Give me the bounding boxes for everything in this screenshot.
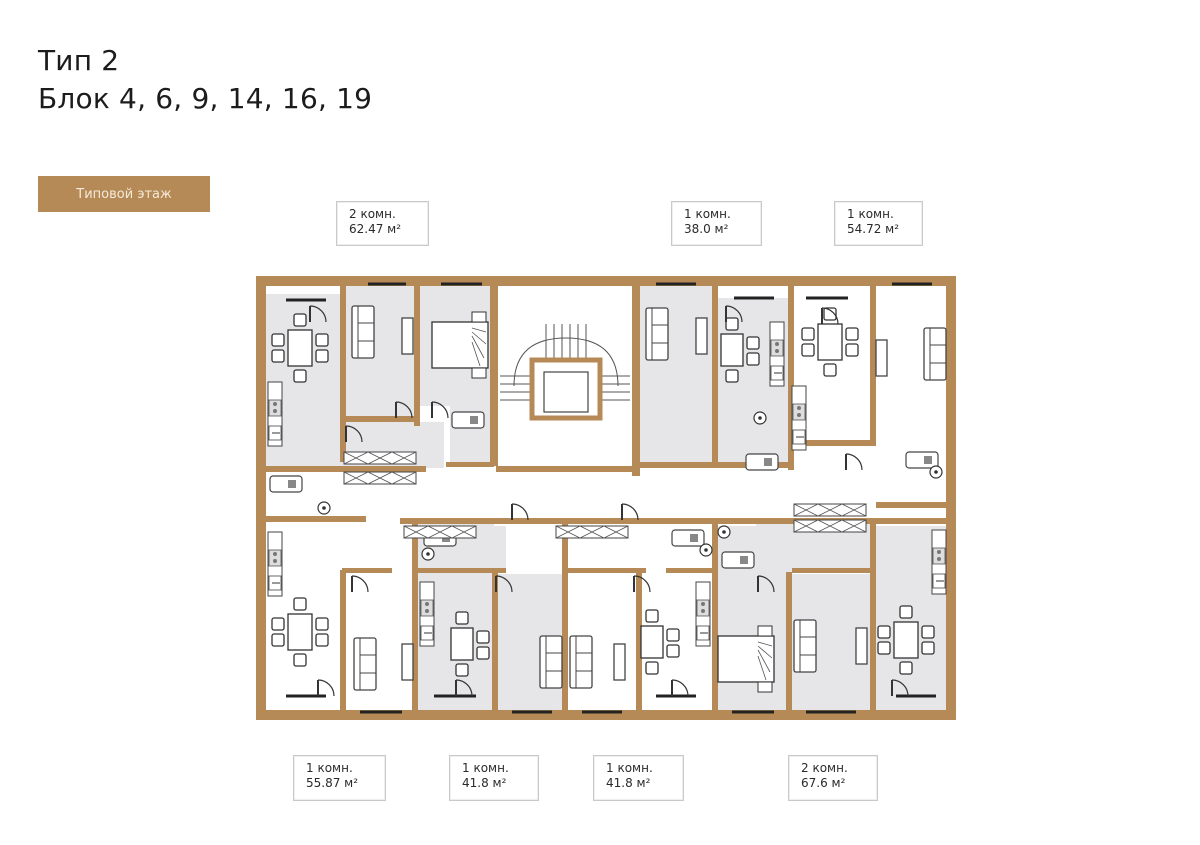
apartment-area: 38.0 м² xyxy=(684,222,729,236)
apartment-label-bottom-2[interactable]: 1 комн. 41.8 м² xyxy=(449,755,539,801)
apartment-rooms: 1 комн. xyxy=(606,761,653,775)
apartment-area: 54.72 м² xyxy=(847,222,900,236)
apartment-area: 41.8 м² xyxy=(462,776,507,790)
apartment-label-bottom-3[interactable]: 1 комн. 41.8 м² xyxy=(593,755,684,801)
page-title: Тип 2 Блок 4, 6, 9, 14, 16, 19 xyxy=(38,42,372,118)
apartment-rooms: 1 комн. xyxy=(684,207,731,221)
apartment-area: 55.87 м² xyxy=(306,776,359,790)
apartment-label-bottom-1[interactable]: 1 комн. 55.87 м² xyxy=(293,755,386,801)
apartment-rooms: 1 комн. xyxy=(847,207,894,221)
apartment-area: 67.6 м² xyxy=(801,776,846,790)
blocks-heading: Блок 4, 6, 9, 14, 16, 19 xyxy=(38,82,373,115)
apartment-area: 41.8 м² xyxy=(606,776,651,790)
apartment-rooms: 2 комн. xyxy=(801,761,848,775)
type-heading: Тип 2 xyxy=(38,44,120,77)
apartment-label-bottom-4[interactable]: 2 комн. 67.6 м² xyxy=(788,755,878,801)
apartment-rooms: 2 комн. xyxy=(349,207,396,221)
apartment-label-top-1[interactable]: 2 комн. 62.47 м² xyxy=(336,201,429,246)
apartment-rooms: 1 комн. xyxy=(306,761,353,775)
apartment-rooms: 1 комн. xyxy=(462,761,509,775)
typical-floor-tab[interactable]: Типовой этаж xyxy=(38,176,210,212)
apartment-label-top-3[interactable]: 1 комн. 54.72 м² xyxy=(834,201,923,246)
apartment-label-top-2[interactable]: 1 комн. 38.0 м² xyxy=(671,201,762,246)
floor-plan xyxy=(256,276,956,720)
apartment-area: 62.47 м² xyxy=(349,222,402,236)
